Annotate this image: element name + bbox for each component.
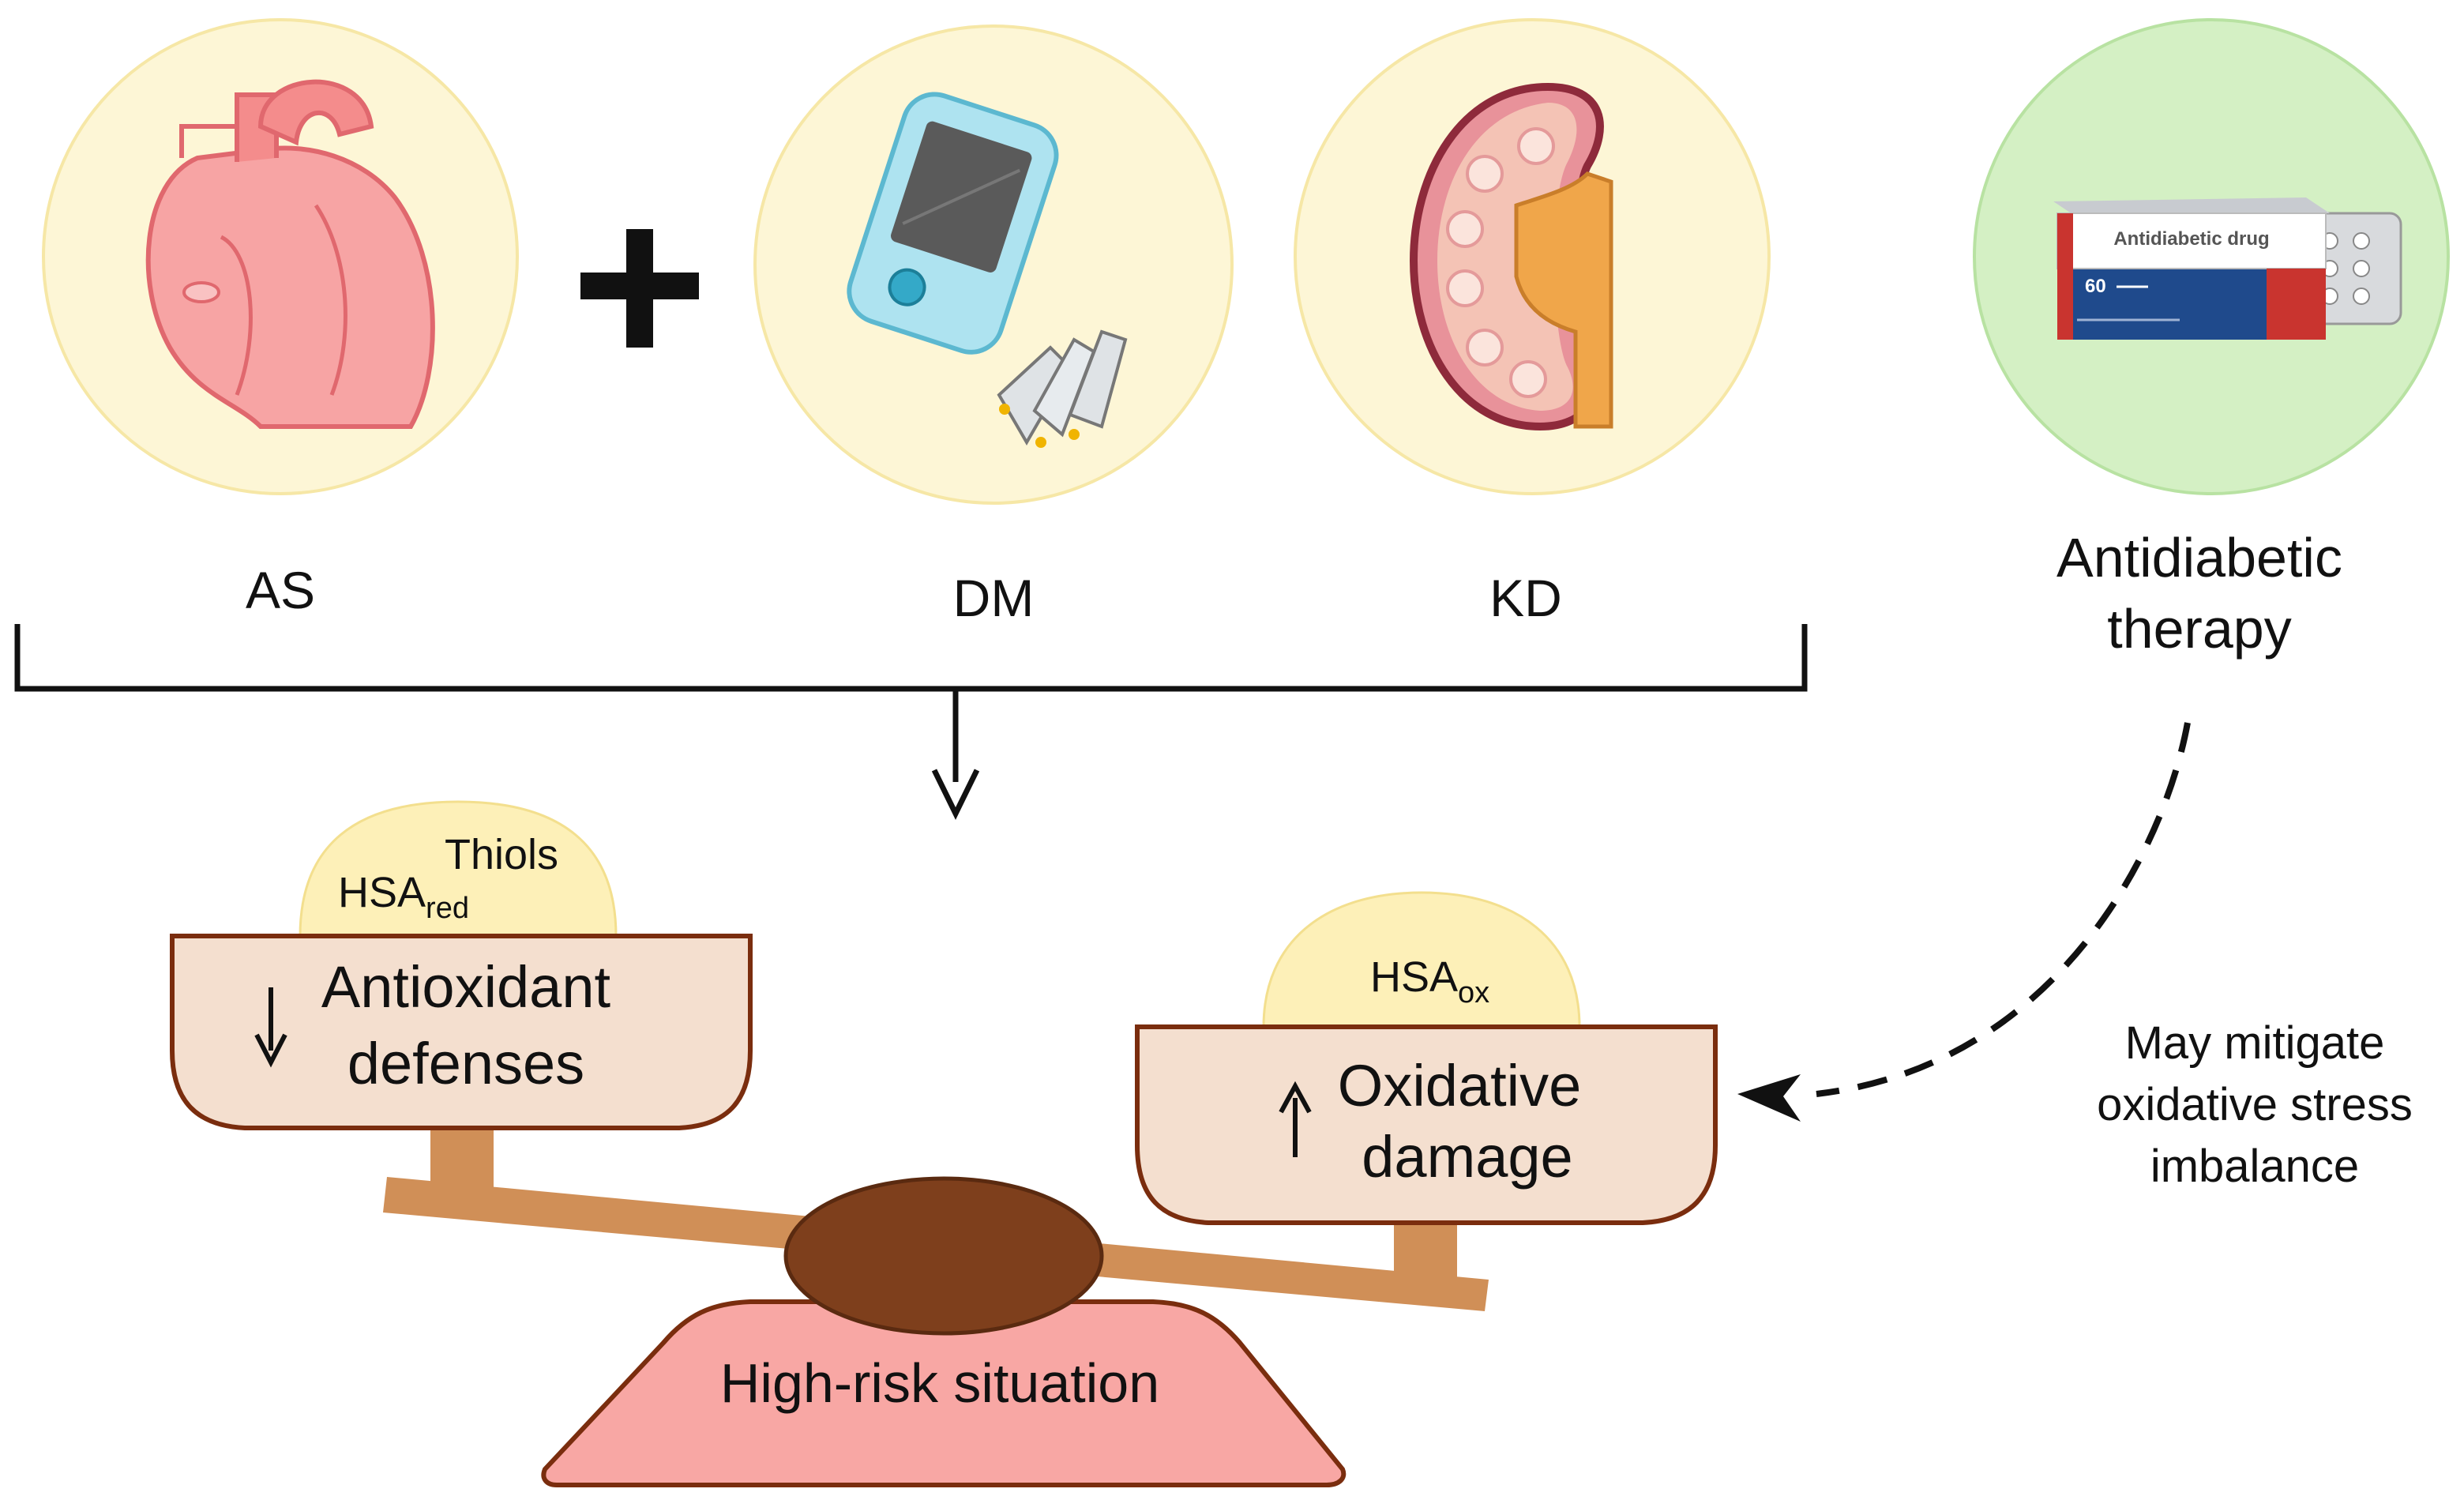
as-label: AS [246,561,315,619]
down-arrow-icon [254,987,287,1068]
down-arrow-icon [931,689,980,820]
dashed-curved-arrow [1737,722,2191,1122]
therapy-note-line3: imbalance [2150,1141,2359,1192]
bracket [14,624,1808,692]
kidney-panel [1294,18,1771,495]
right-pan [1135,891,1718,1225]
defenses-label: defenses [347,1031,584,1096]
thiols-label: Thiols [445,831,558,878]
hsa-red-label: HSAred [338,869,469,925]
heart-icon [145,79,435,429]
antioxidant-label: Antioxidant [321,954,611,1020]
dm-label: DM [953,569,1035,627]
glucometer-panel [753,24,1234,505]
therapy-note-line2: oxidative stress [2097,1079,2413,1130]
glucometer-icon [847,92,1059,355]
drug-box-text: Antidiabetic drug [2113,228,2269,250]
drug-box-count: 60 [2085,276,2106,297]
therapy-label-line1: Antidiabetic [2056,527,2342,588]
base-pedestal [541,1299,1347,1487]
heart-panel [42,18,519,495]
base-label: High-risk situation [720,1352,1159,1414]
oxidative-label: Oxidative [1338,1053,1581,1118]
damage-label: damage [1362,1124,1572,1190]
kd-label: KD [1489,569,1562,627]
therapy-panel: Antidiabetic drug 60 [1973,18,2450,495]
kidney-icon [1409,82,1613,431]
drug-box-icon: Antidiabetic drug 60 [2053,197,2330,340]
test-strips-icon [997,329,1128,448]
up-arrow-icon [1279,1081,1312,1157]
left-pan [170,800,753,1130]
fulcrum [783,1176,1104,1336]
plus-icon [580,229,699,348]
hsa-ox-label: HSAox [1370,953,1489,1009]
therapy-note-line1: May mitigate [2125,1017,2385,1069]
therapy-label-line2: therapy [2107,598,2291,660]
